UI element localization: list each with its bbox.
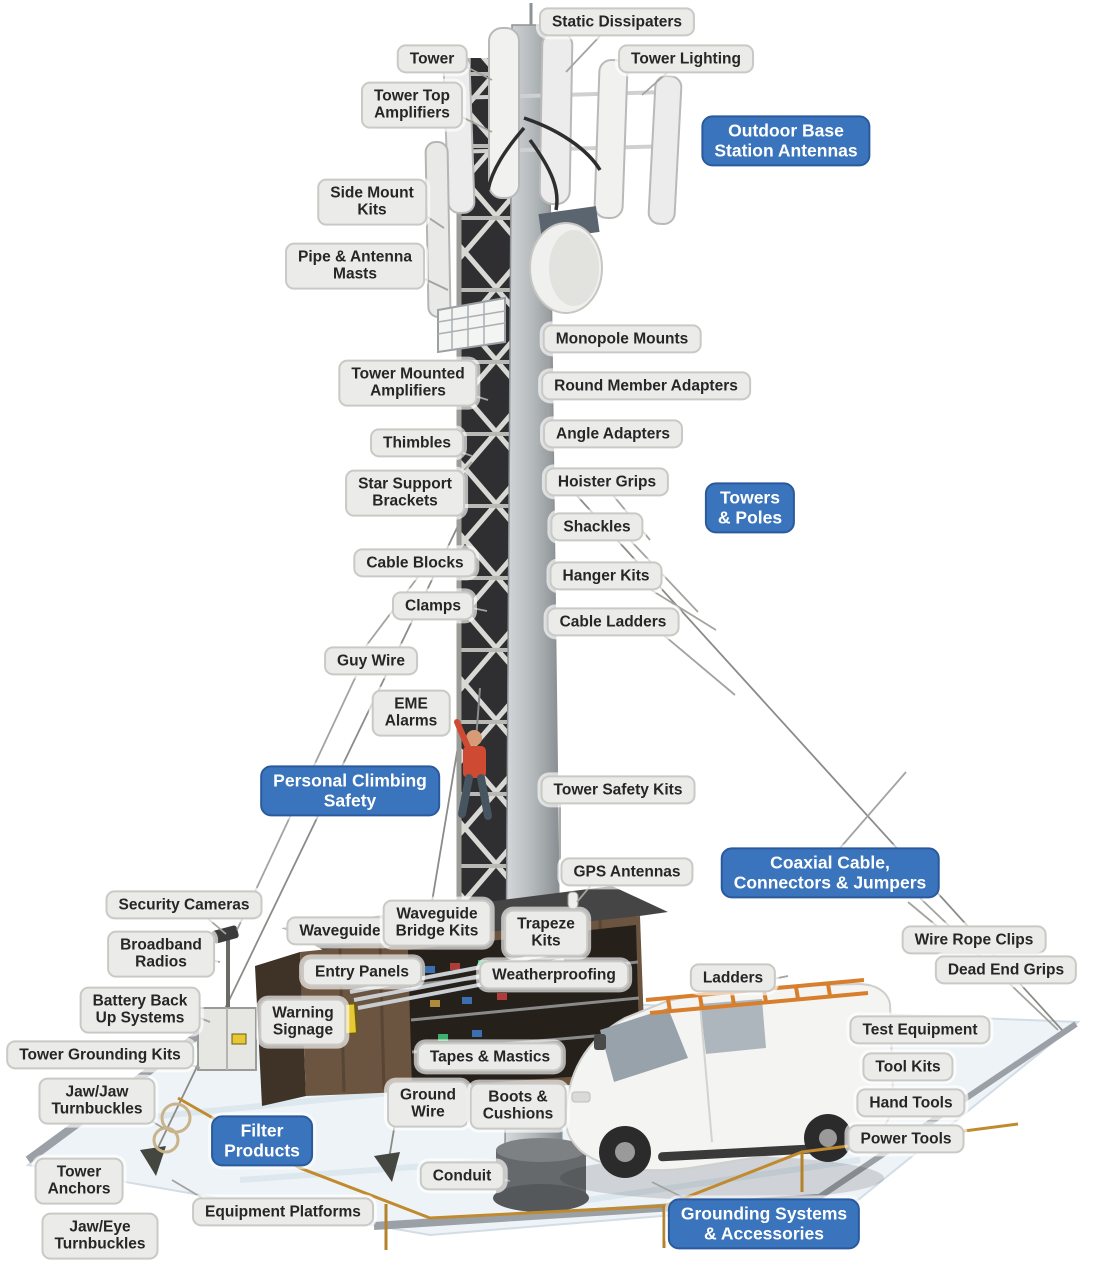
label-power-tools: Power Tools [847, 1124, 965, 1154]
label-dead-end-grips: Dead End Grips [934, 955, 1078, 985]
label-test-equipment: Test Equipment [849, 1015, 991, 1045]
label-ladders: Ladders [689, 963, 777, 993]
label-pipe-antenna-masts: Pipe & Antenna Masts [285, 242, 425, 290]
label-waveguide-bridge-kits: Waveguide Bridge Kits [382, 899, 492, 947]
leader-line [907, 901, 939, 928]
label-hoister-grips: Hoister Grips [544, 467, 670, 497]
label-equipment-platforms: Equipment Platforms [192, 1197, 374, 1227]
label-hanger-kits: Hanger Kits [549, 561, 663, 591]
label-ground-wire: Ground Wire [387, 1080, 469, 1128]
leader-line [651, 1181, 689, 1201]
label-conduit: Conduit [419, 1161, 505, 1191]
guy-anchors [140, 1102, 400, 1182]
label-wire-rope-clips: Wire Rope Clips [901, 925, 1047, 955]
label-tower-lighting: Tower Lighting [618, 44, 754, 74]
label-trapeze-kits: Trapeze Kits [504, 909, 588, 957]
label-eme-alarms: EME Alarms [371, 689, 451, 737]
label-hand-tools: Hand Tools [856, 1088, 966, 1118]
label-round-member-adapters: Round Member Adapters [541, 371, 751, 401]
leader-line [641, 71, 669, 96]
label-outdoor-base-station-antennas: Outdoor Base Station Antennas [701, 115, 871, 167]
label-boots-cushions: Boots & Cushions [469, 1082, 567, 1130]
label-entry-panels: Entry Panels [302, 957, 422, 987]
tower-climber [454, 687, 492, 820]
label-waveguide: Waveguide [286, 916, 394, 946]
leader-line [839, 771, 907, 849]
label-cable-ladders: Cable Ladders [546, 607, 680, 637]
label-security-cameras: Security Cameras [105, 890, 263, 920]
label-gps-antennas: GPS Antennas [560, 857, 694, 887]
panel-antennas [424, 27, 683, 319]
label-tower-mounted-amplifiers: Tower Mounted Amplifiers [338, 359, 478, 407]
leader-line [629, 539, 699, 613]
service-van [560, 978, 895, 1200]
label-filter-products: Filter Products [211, 1115, 313, 1167]
label-coaxial-cable-connectors-jumpers: Coaxial Cable, Connectors & Jumpers [720, 847, 940, 899]
label-jaw-eye-turnbuckles: Jaw/Eye Turnbuckles [41, 1212, 159, 1260]
label-shackles: Shackles [550, 512, 644, 542]
label-tower: Tower [396, 44, 468, 74]
label-weatherproofing: Weatherproofing [479, 960, 629, 990]
microwave-dish [529, 206, 603, 314]
label-tower-safety-kits: Tower Safety Kits [540, 775, 696, 805]
label-personal-climbing-safety: Personal Climbing Safety [260, 765, 440, 817]
label-side-mount-kits: Side Mount Kits [317, 178, 427, 226]
security-camera-pole [197, 925, 257, 1071]
label-broadband-radios: Broadband Radios [107, 930, 215, 978]
label-guy-wire: Guy Wire [324, 646, 418, 676]
label-star-support-brackets: Star Support Brackets [345, 469, 465, 517]
leader-line [647, 587, 717, 631]
grid-antenna [437, 296, 506, 354]
label-tower-anchors: Tower Anchors [34, 1157, 124, 1205]
label-monopole-mounts: Monopole Mounts [542, 324, 702, 354]
label-tapes-mastics: Tapes & Mastics [416, 1042, 564, 1072]
label-battery-back-up-systems: Battery Back Up Systems [79, 986, 201, 1034]
label-tool-kits: Tool Kits [862, 1052, 954, 1082]
label-grounding-systems-accessories: Grounding Systems & Accessories [667, 1198, 861, 1250]
label-tower-grounding-kits: Tower Grounding Kits [6, 1040, 194, 1070]
label-clamps: Clamps [392, 591, 474, 621]
label-thimbles: Thimbles [369, 428, 465, 458]
leader-line [659, 631, 736, 696]
label-towers-poles: Towers & Poles [704, 482, 796, 534]
label-tower-top-amplifiers: Tower Top Amplifiers [360, 81, 464, 129]
leader-line [576, 883, 593, 903]
label-jaw-jaw-turnbuckles: Jaw/Jaw Turnbuckles [38, 1077, 156, 1125]
label-cable-blocks: Cable Blocks [353, 548, 477, 578]
leader-line [205, 916, 227, 935]
leader-line [565, 35, 601, 73]
label-static-dissipaters: Static Dissipaters [538, 7, 696, 37]
label-angle-adapters: Angle Adapters [543, 419, 683, 449]
label-warning-signage: Warning Signage [259, 998, 347, 1046]
